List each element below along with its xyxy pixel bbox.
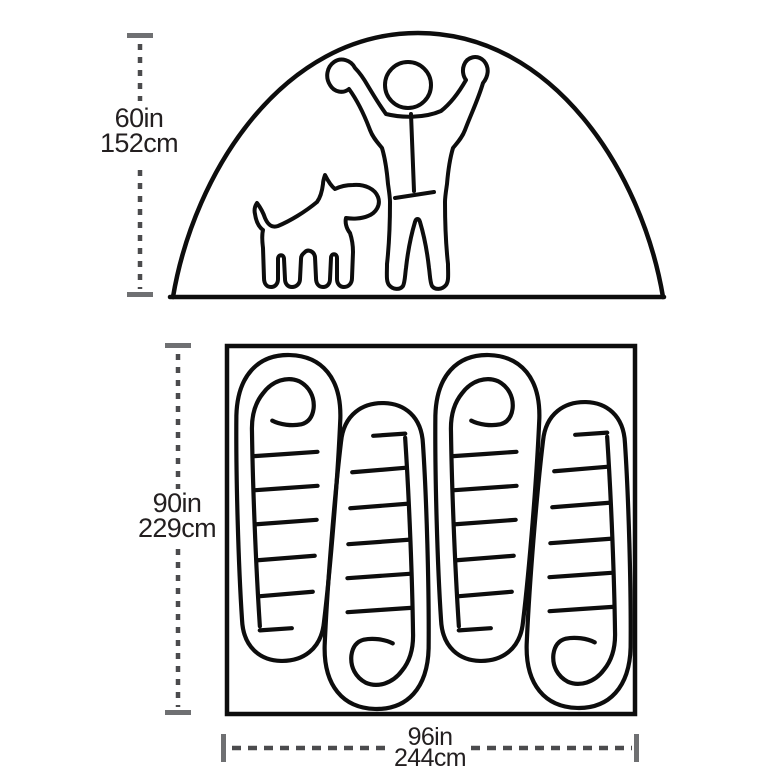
- sleeping-bag-icon: [323, 402, 435, 711]
- length-inches-label: 90in: [152, 488, 202, 518]
- dimension-cap-right: [634, 734, 639, 762]
- width-inches-label: 96in: [407, 723, 453, 751]
- dome-arch: [170, 30, 666, 300]
- person-head: [383, 60, 433, 110]
- height-centimeters-label: 152cm: [99, 128, 179, 158]
- floor-rectangle: [224, 343, 638, 717]
- width-centimeters-label: 244cm: [393, 744, 467, 772]
- length-dimension-line: [165, 343, 191, 715]
- person-zipper-line: [409, 112, 416, 193]
- person-arms-raised-icon: [325, 55, 490, 291]
- height-dimension-line: [127, 33, 153, 297]
- dimension-cap-bottom: [127, 292, 153, 297]
- dimension-cap-left: [221, 734, 226, 762]
- tent-floor-outline-icon: [224, 343, 638, 717]
- dog-icon: [252, 173, 381, 289]
- tent-dome-outline-icon: [167, 30, 667, 300]
- length-centimeters-label: 229cm: [137, 513, 217, 543]
- dimension-cap-top: [165, 343, 191, 348]
- sleeping-bag-icon: [429, 354, 541, 663]
- person-waist-line: [393, 190, 436, 200]
- dimension-cap-top: [127, 33, 153, 38]
- dimension-cap-bottom: [165, 710, 191, 715]
- sleeping-bag-icon: [525, 401, 637, 710]
- length-dimension-label: 90in 229cm: [107, 488, 247, 543]
- height-inches-label: 60in: [114, 103, 164, 133]
- width-dimension-label: 96in 244cm: [360, 723, 500, 772]
- dog-outline: [252, 173, 381, 289]
- height-dimension-label: 60in 152cm: [69, 103, 209, 158]
- person-body-outline: [325, 55, 490, 291]
- width-dimension-line: [221, 734, 639, 762]
